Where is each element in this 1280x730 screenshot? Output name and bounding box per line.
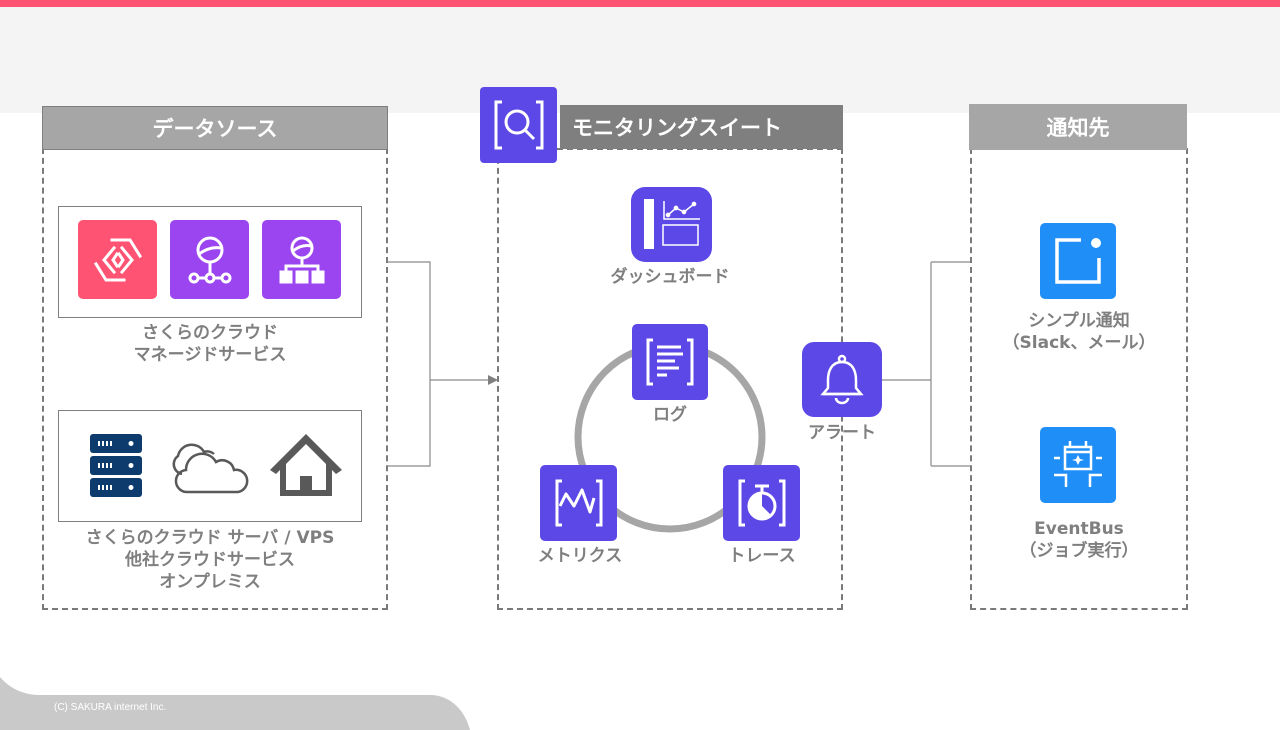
caption-line: さくらのクラウド サーバ / VPS	[85, 528, 335, 548]
database-cluster-icon	[262, 220, 341, 299]
caption-line: 他社クラウドサービス	[125, 550, 295, 570]
house-icon	[268, 432, 344, 498]
notification-title: 通知先	[969, 104, 1187, 150]
simple-notification-icon	[1040, 223, 1116, 299]
managed-services-caption: さくらのクラウド マネージドサービス	[58, 322, 362, 366]
database-replication-icon	[170, 220, 249, 299]
dashboard-label: ダッシュボード	[610, 267, 730, 287]
label-line: （ジョブ実行）	[1019, 541, 1139, 561]
label-line: EventBus	[1034, 519, 1124, 539]
metrics-icon	[540, 465, 617, 541]
apprun-icon	[78, 220, 157, 299]
footer-shape	[0, 676, 470, 730]
dashboard-icon	[631, 187, 712, 262]
caption-line: オンプレミス	[159, 572, 261, 592]
accent-top-bar	[0, 0, 1280, 7]
label-line: （Slack、メール）	[1002, 333, 1156, 353]
log-icon	[632, 324, 708, 400]
caption-line: さくらのクラウド	[142, 323, 278, 343]
monitoring-search-icon	[480, 87, 557, 163]
eventbus-icon	[1040, 427, 1116, 503]
monitoring-suite-title: モニタリングスイート	[560, 105, 843, 149]
trace-label: トレース	[728, 546, 796, 566]
trace-icon	[723, 465, 800, 541]
log-label: ログ	[653, 405, 687, 425]
copyright-text: (C) SAKURA internet Inc.	[54, 702, 167, 713]
metrics-label: メトリクス	[537, 546, 623, 566]
data-source-title: データソース	[42, 106, 388, 150]
label-line: シンプル通知	[1028, 311, 1130, 331]
cloud-icon	[168, 440, 250, 494]
caption-line: マネージドサービス	[133, 345, 287, 365]
header-band	[0, 7, 1280, 113]
server-rack-icon	[90, 434, 142, 498]
eventbus-label: EventBus （ジョブ実行）	[990, 518, 1168, 562]
alert-label: アラート	[808, 423, 876, 443]
infrastructure-caption: さくらのクラウド サーバ / VPS 他社クラウドサービス オンプレミス	[58, 527, 362, 593]
bell-icon	[802, 342, 882, 417]
simple-notification-label: シンプル通知 （Slack、メール）	[990, 310, 1168, 354]
